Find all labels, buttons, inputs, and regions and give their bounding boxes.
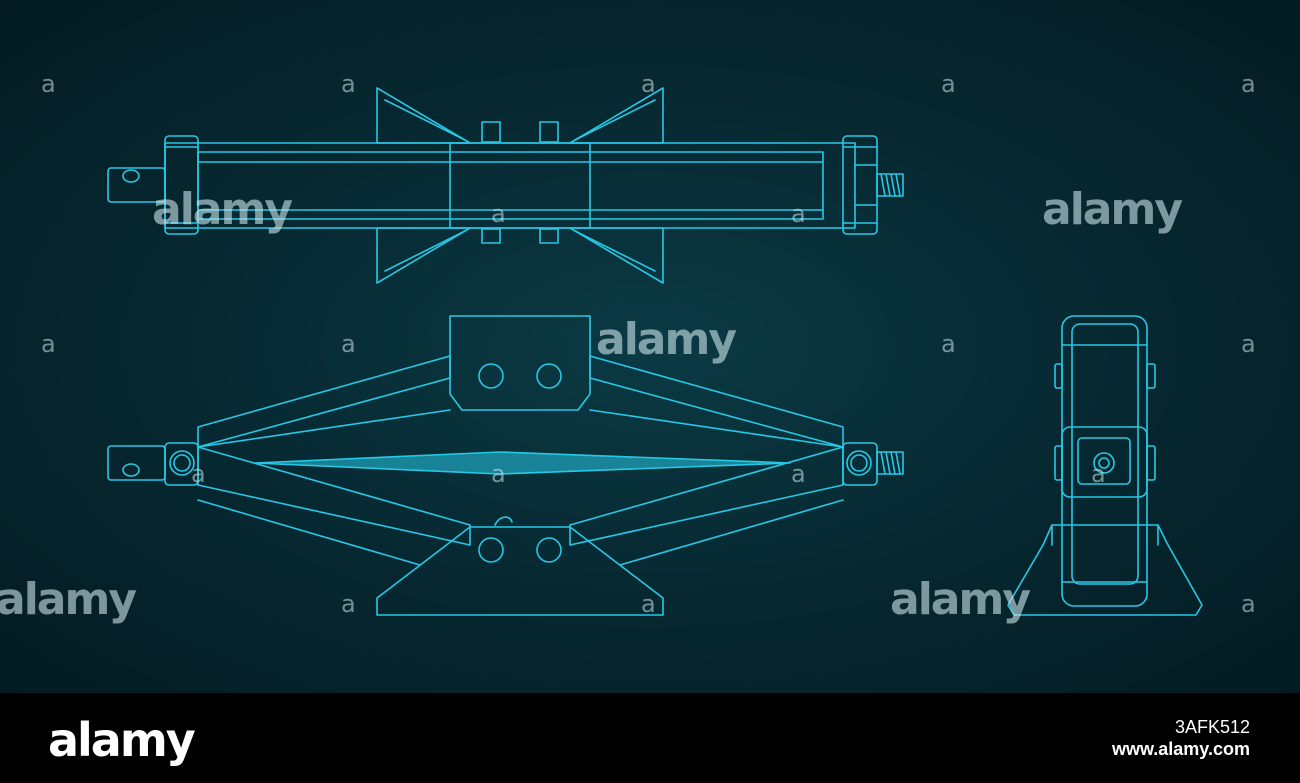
upper-right-arm [589,355,844,448]
top-bolt-1 [481,121,501,143]
top-bolt-3 [481,228,501,244]
watermark-mark: a [41,70,56,98]
watermark-mark: a [341,330,356,358]
end-base [1007,524,1203,616]
watermark-mark: a [791,460,806,488]
watermark-logo: alamy [152,184,293,235]
side-right-end [842,442,878,486]
top-bolt-2 [539,121,559,143]
side-crank [107,445,166,481]
watermark-logo: alamy [1042,184,1183,235]
base-hole-1 [478,537,504,563]
top-view [107,87,904,284]
watermark-mark: a [641,70,656,98]
watermark-mark: a [1241,330,1256,358]
watermark-mark: a [491,200,506,228]
watermark-mark: a [341,590,356,618]
saddle-hole-1 [478,363,504,389]
footer-bar: alamy 3AFK512 www.alamy.com [0,693,1300,783]
footer-logo[interactable]: alamy [48,713,196,767]
image-id: 3AFK512 [1174,717,1250,737]
watermark-mark: a [1241,70,1256,98]
blueprint-canvas: a a a a a a a a a a a a a a a a a a alam… [0,0,1300,693]
top-center-block [449,142,591,229]
threaded-rod [255,452,790,474]
base-hole-2 [536,537,562,563]
watermark-mark: a [1091,460,1106,488]
side-saddle [449,315,591,411]
watermark-logo: alamy [890,574,1031,625]
upper-left-arm [197,355,451,448]
watermark-mark: a [791,200,806,228]
watermark-mark: a [1241,590,1256,618]
watermark-mark: a [941,70,956,98]
site-url[interactable]: www.alamy.com [1111,739,1250,759]
watermark-mark: a [641,590,656,618]
watermark-mark: a [41,330,56,358]
top-right-cap [842,135,878,235]
end-view [1007,315,1203,616]
side-base [376,526,664,616]
watermark-mark: a [941,330,956,358]
watermark-mark: a [191,460,206,488]
watermark-mark: a [491,460,506,488]
top-crank [107,167,166,203]
scissor-jack-drawing [107,87,1203,616]
top-bolt-4 [539,228,559,244]
watermark-mark: a [341,70,356,98]
side-view [107,315,904,616]
saddle-hole-2 [536,363,562,389]
watermark-logo: alamy [0,574,137,625]
watermark-logo: alamy [596,314,737,365]
